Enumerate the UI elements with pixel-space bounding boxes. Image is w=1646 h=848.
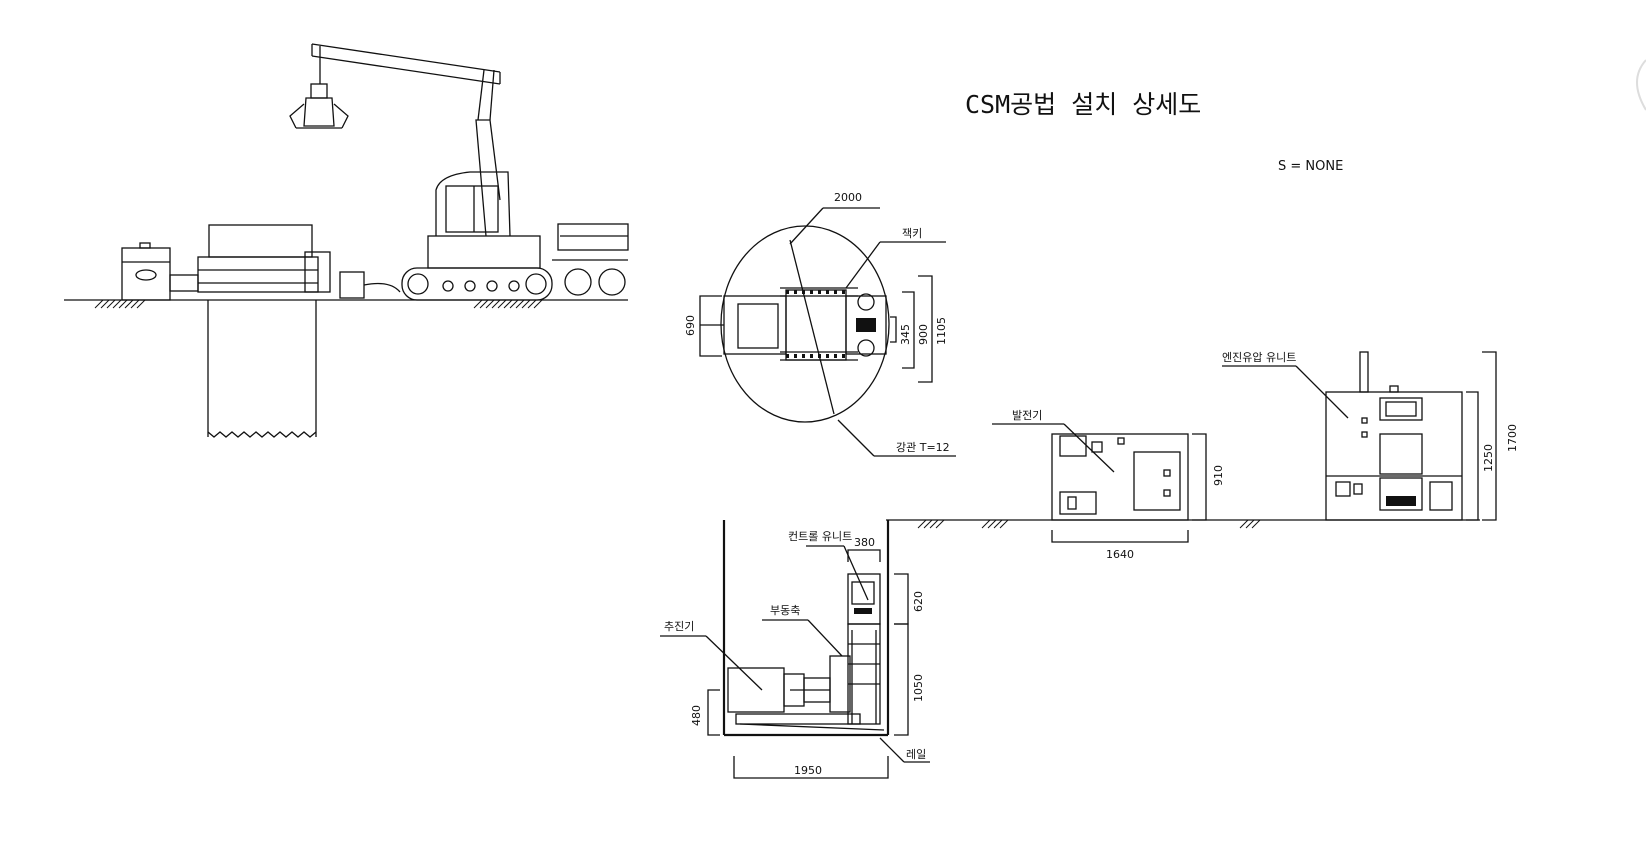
surface-equipment: 발전기 910 1640 엔진유압 유니트 1250 1700 xyxy=(886,351,1519,561)
drawing-title: CSM공법 설치 상세도 xyxy=(965,90,1201,119)
thruster xyxy=(727,667,785,713)
dim-1250: 1250 xyxy=(1482,444,1495,472)
label-generator: 발전기 xyxy=(1012,409,1042,422)
label-aux: 부동축 xyxy=(770,604,800,617)
generator-body xyxy=(1051,433,1189,521)
dim-345: 345 xyxy=(899,324,912,345)
plan-view-circle: 2000 잭키 강관 T=12 690 345 900 1105 xyxy=(684,191,956,457)
excavator xyxy=(289,43,553,301)
ground-hatch-left xyxy=(94,299,543,309)
dim-910: 910 xyxy=(1212,465,1225,486)
dim-1640: 1640 xyxy=(1106,548,1134,561)
label-thruster: 추진기 xyxy=(664,620,694,633)
side-view-site xyxy=(64,43,629,438)
label-jack: 잭키 xyxy=(902,227,922,240)
dim-620: 620 xyxy=(912,591,925,612)
dim-380: 380 xyxy=(854,536,875,549)
label-rail: 레일 xyxy=(906,747,926,761)
ground-hatch-right xyxy=(917,519,1261,529)
dim-1950: 1950 xyxy=(794,764,822,777)
dim-1700: 1700 xyxy=(1506,424,1519,452)
dim-2000: 2000 xyxy=(834,191,862,204)
shaft-section: 컨트롤 유니트 추진기 부동축 레일 380 620 1050 480 1950 xyxy=(660,520,930,779)
rail-dots-top xyxy=(786,290,845,358)
dim-690: 690 xyxy=(684,315,697,336)
scale-note: S = NONE xyxy=(1278,159,1343,174)
dim-1105: 1105 xyxy=(935,317,948,345)
label-hydraulic-unit: 엔진유압 유니트 xyxy=(1222,351,1296,364)
dim-480: 480 xyxy=(690,705,703,726)
label-casing: 강관 T=12 xyxy=(896,441,950,454)
label-control-unit: 컨트롤 유니트 xyxy=(788,530,852,543)
dim-900: 900 xyxy=(917,324,930,345)
edge-arc xyxy=(1636,59,1646,111)
dim-1050: 1050 xyxy=(912,674,925,702)
